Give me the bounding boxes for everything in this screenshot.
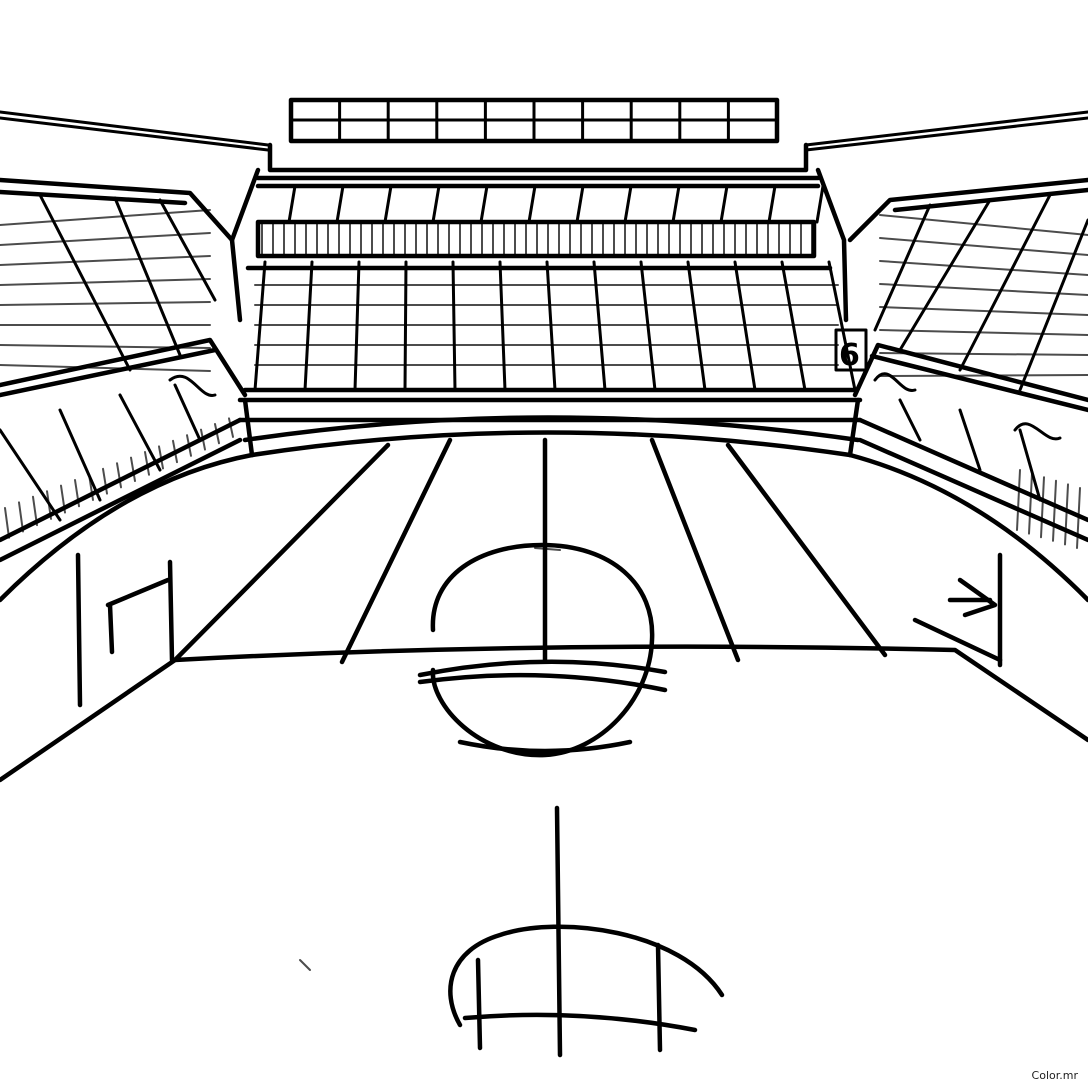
upper-stand-column [527,184,537,224]
right-goal [947,577,998,618]
faint-marks [299,547,561,971]
center-circle [417,542,668,758]
upper-stand-structure [229,142,849,323]
seat-slat [116,462,122,489]
seat-row [0,364,211,372]
seat-aisle [592,260,607,392]
seat-slat [60,484,66,514]
seat-aisle [173,383,202,442]
seat-aisle [780,260,807,392]
center-grandstand [237,260,863,423]
seat-slat [172,439,178,464]
seat-slat [130,456,136,483]
stand-sign: 6 [834,328,868,373]
seat-row [879,374,1088,377]
seat-row [0,209,211,226]
seat-aisle [1018,218,1088,392]
seat-slat [1052,479,1057,542]
seat-slat [88,473,94,501]
upper-stand-column [575,184,585,224]
seat-slat [1040,476,1045,539]
seat-row [0,255,211,266]
seat-aisle [873,203,932,332]
upper-stand-column [335,184,345,224]
seat-slat [4,507,10,539]
seat-aisle [545,260,557,392]
right-grandstand [847,177,1088,549]
upper-stand-column [815,184,825,224]
upper-stand-column [767,184,777,224]
seat-aisle [0,428,62,522]
scoreboard [288,97,780,144]
seat-slat [1076,487,1081,549]
foreground-goalpost [448,805,725,1058]
seat-aisle [498,260,507,392]
stand-sign-digit: 6 [839,338,860,373]
seat-slat [46,490,52,520]
seat-aisle [353,260,361,392]
seat-aisle [158,198,217,302]
seat-aisle [898,398,922,442]
seat-row [879,306,1088,316]
seat-slat [214,423,220,445]
seat-aisle [639,260,657,392]
seat-aisle [38,193,132,372]
seat-aisle [898,198,992,352]
seat-aisle [118,393,162,472]
seat-slat [186,434,192,457]
seat-slat [200,428,206,451]
seat-slat [1064,483,1069,546]
seat-slat [228,417,234,438]
seat-aisle [958,193,1052,372]
seat-slat [18,501,24,533]
upper-stand-column [431,184,441,224]
seat-row [0,301,211,306]
seat-row [0,278,211,286]
seat-slat [144,451,150,476]
seat-aisle [686,260,707,392]
seat-aisle [451,260,457,392]
seat-slat [1028,472,1033,535]
seat-row [879,329,1088,336]
seat-aisle [58,408,102,502]
seat-slat [1016,469,1021,531]
field-lines [0,437,1088,783]
roof-lines [0,110,1088,152]
seat-aisle [113,196,182,357]
left-goal [105,559,175,663]
seat-row [879,214,1088,236]
watermark: Color.mr [1031,1069,1078,1082]
seat-aisle [733,260,757,392]
seat-row [879,260,1088,276]
field-wall [0,415,1088,603]
upper-stand-column [671,184,681,224]
seat-slat [102,467,108,495]
upper-stand-column [383,184,393,224]
upper-stand-column [719,184,729,224]
left-grandstand [0,177,255,563]
seat-slat [32,495,38,527]
upper-stand-column [623,184,633,224]
seat-slat [74,479,80,508]
seat-aisle [958,408,982,472]
seat-row [0,344,211,349]
seat-aisle [1018,428,1042,502]
upper-stand-column [287,184,297,224]
seat-row [0,232,211,246]
seat-aisle [403,260,408,392]
seat-row [879,283,1088,296]
seat-slat [158,445,164,470]
seat-aisle [303,260,314,392]
seat-row [879,352,1088,356]
upper-stand-column [479,184,489,224]
seat-aisle [253,260,267,392]
